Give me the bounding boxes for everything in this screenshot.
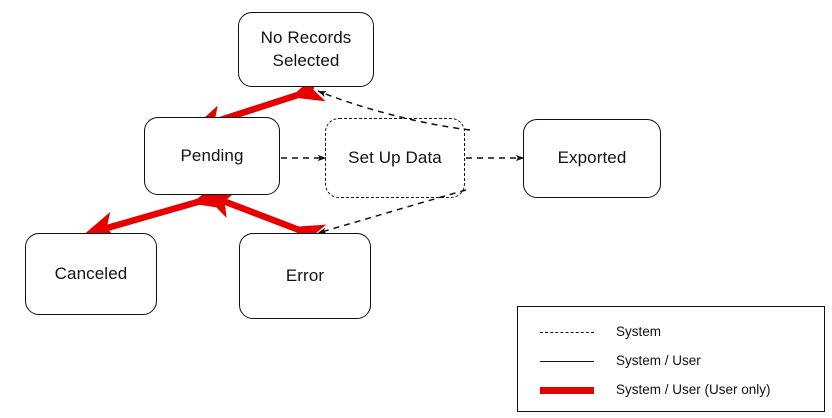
state-node-canceled[interactable]: Canceled [25, 233, 157, 315]
legend-item-system-user-user-only: System / User (User only) [518, 375, 824, 404]
legend-item-label: System [616, 324, 662, 339]
state-node-no-records-selected[interactable]: No Records Selected [238, 12, 374, 87]
state-node-label: Exported [557, 148, 627, 168]
state-node-label: Pending [180, 145, 244, 165]
legend-item-system-user: System / User [518, 346, 824, 375]
state-node-label: Set Up Data [348, 147, 442, 167]
state-node-label: Canceled [54, 263, 128, 283]
edge-setup-to-no-records [317, 90, 471, 131]
red-thick-line-icon [540, 384, 594, 396]
edge-pending-to-canceled [83, 180, 227, 240]
state-node-exported[interactable]: Exported [523, 119, 661, 198]
state-node-set-up-data[interactable]: Set Up Data [325, 118, 465, 198]
legend: System System / User System / User (User… [517, 306, 825, 412]
state-node-label: No Records Selected [260, 28, 352, 70]
solid-line-icon [540, 355, 594, 367]
legend-item-system: System [518, 317, 824, 346]
legend-item-label: System / User (User only) [616, 382, 771, 397]
dashed-line-icon [540, 326, 594, 338]
state-node-error[interactable]: Error [239, 233, 371, 319]
edge-error-to-pending [202, 190, 327, 252]
state-node-label: Error [285, 265, 325, 285]
state-node-pending[interactable]: Pending [144, 117, 280, 195]
legend-item-label: System / User [616, 353, 701, 368]
